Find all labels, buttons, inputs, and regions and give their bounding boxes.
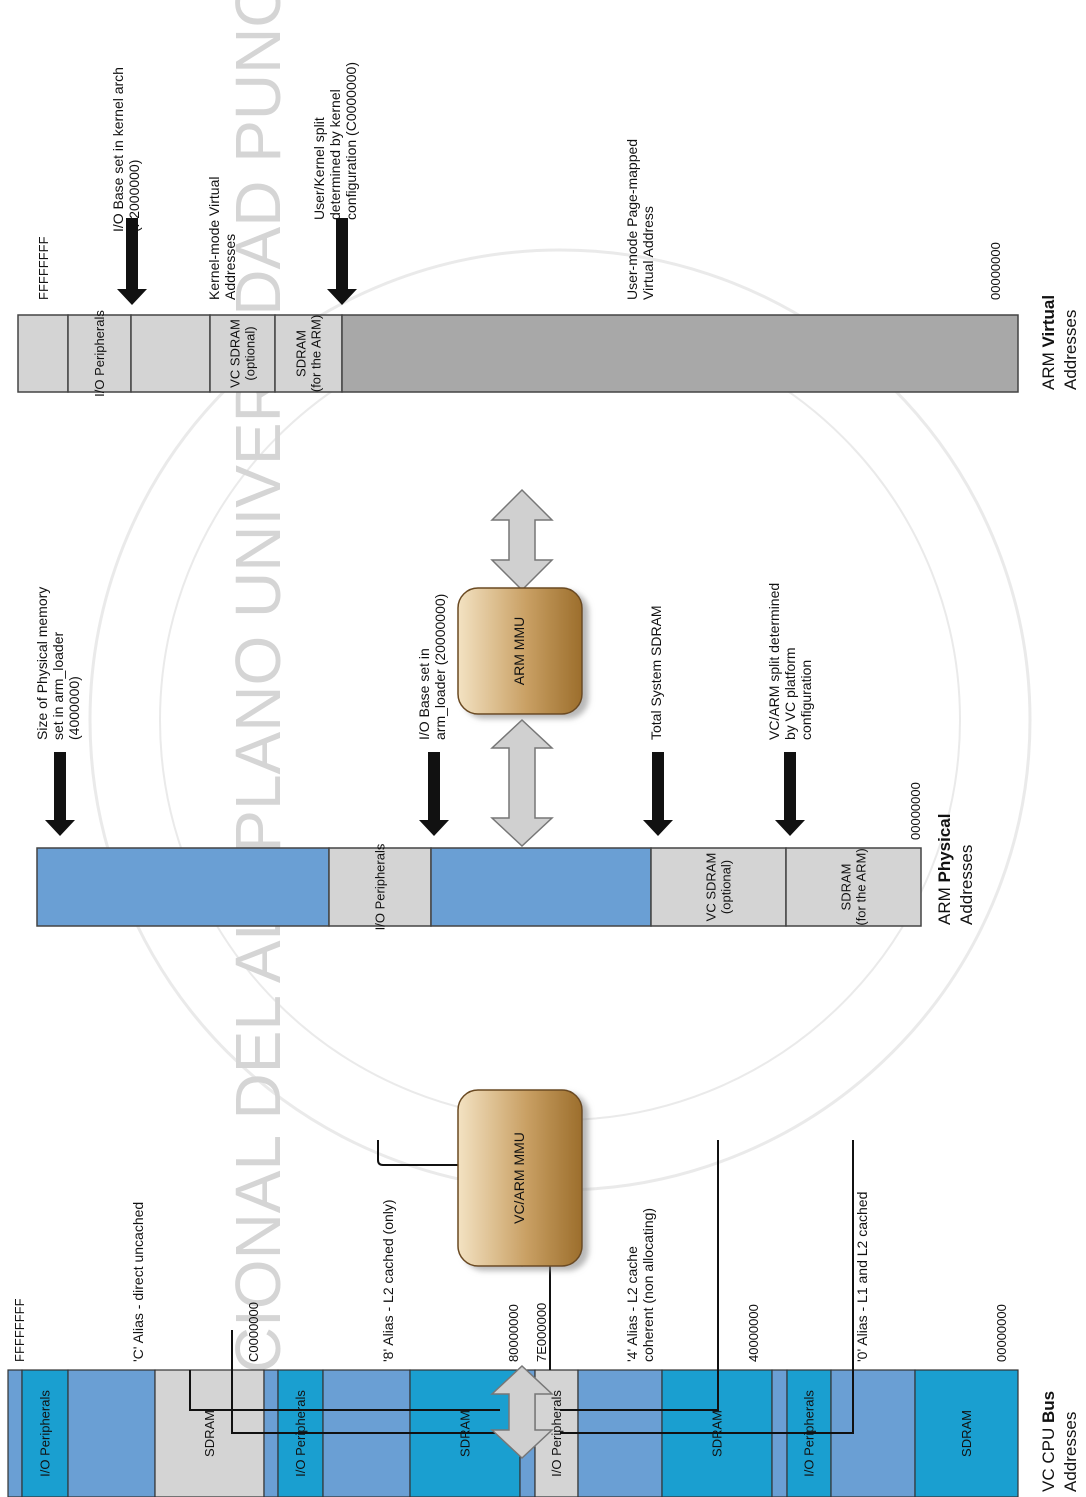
- arm-physical-caption-line2: Addresses: [957, 845, 976, 925]
- arm-virtual-note-split-line: configuration (C0000000): [343, 62, 359, 220]
- arm-physical-note-split-line: by VC platform: [782, 647, 798, 740]
- arm-physical-note-size-line: Size of Physical memory: [34, 587, 50, 740]
- arm-physical-note-split-line: configuration: [798, 660, 814, 740]
- arm-virtual-segment-label-line: (for the ARM): [308, 315, 323, 392]
- arm-virtual-segment-label: I/O Peripherals: [92, 310, 107, 397]
- arm-virtual-arrow-split: [327, 218, 357, 305]
- arm-virtual-address-map: I/O Peripherals VC SDRAM(optional) SDRAM(f…: [18, 310, 1018, 397]
- vc-bus-address: 7E000000: [534, 1303, 549, 1362]
- arm-physical-note-io-base-line: arm_loader (20000000): [432, 594, 448, 740]
- vc-bus-address: FFFFFFFF: [12, 1298, 27, 1362]
- arm-virtual-caption-regular: ARM: [1039, 348, 1058, 391]
- arm-physical-caption: ARM Physical: [935, 814, 954, 926]
- arm-physical-bottom-address: 00000000: [908, 782, 923, 840]
- arm-virtual-segment: [342, 315, 1018, 392]
- arm-physical-segment-label: I/O Peripherals: [373, 843, 388, 930]
- arm-virtual-annotations: I/O Base set in kernel arch(F2000000) Ker…: [110, 62, 656, 305]
- vc-bus-address: C0000000: [246, 1302, 261, 1362]
- arm-virtual-caption: ARM Virtual: [1039, 295, 1058, 390]
- vc-bus-address: 40000000: [746, 1304, 761, 1362]
- vc-bus-address: 00000000: [994, 1304, 1009, 1362]
- vc-bus-alias-label-line: '8' Alias - L2 cached (only): [380, 1199, 396, 1362]
- vc-bus-alias-label: '8' Alias - L2 cached (only): [380, 1199, 396, 1362]
- arm-physical-arrow-total: [643, 752, 673, 836]
- arm-virtual-note-kernel-line: Addresses: [222, 234, 238, 300]
- vc-bus-segment-label: SDRAM: [959, 1410, 974, 1457]
- arm-physical-arrow-split: [775, 752, 805, 836]
- arm-virtual-segment-label-line: I/O Peripherals: [92, 310, 107, 397]
- arm-physical-arrow-io-base: [419, 752, 449, 836]
- arm-physical-caption-bold: Physical: [935, 814, 954, 883]
- arm-virtual-bottom-address: 00000000: [988, 242, 1003, 300]
- vc-bus-address: 80000000: [506, 1304, 521, 1362]
- vc-bus-segment: [68, 1370, 155, 1497]
- vc-bus-segment-label: I/O Peripherals: [38, 1390, 53, 1477]
- arm-physical-segment-label-line: SDRAM: [839, 864, 854, 911]
- arm-physical-note-total: Total System SDRAM: [648, 605, 664, 740]
- arm-virtual-note-user-line: User-mode Page-mapped: [624, 139, 640, 300]
- arm-physical-caption-regular: ARM: [935, 883, 954, 926]
- vc-bus-caption-bold: Bus: [1039, 1391, 1058, 1423]
- vc-bus-segment-label: SDRAM: [202, 1410, 217, 1457]
- vc-bus-caption-line2: Addresses: [1061, 1412, 1080, 1492]
- arm-physical-segment-label-line: (for the ARM): [853, 848, 868, 925]
- arm-virtual-segment-label-line: SDRAM: [294, 330, 309, 377]
- arm-virtual-segment-label-line: (optional): [242, 326, 257, 380]
- arm-physical-segment-label-line: I/O Peripherals: [373, 843, 388, 930]
- arm-virtual-segment-label-line: VC SDRAM: [228, 319, 243, 388]
- arm-physical-address-map: I/O Peripherals VC SDRAM(optional) SDRAM(f…: [37, 843, 921, 930]
- double-arrow-mmu-physical: [492, 720, 552, 846]
- vc-bus-alias-label-line: '0' Alias - L1 and L2 cached: [854, 1192, 870, 1362]
- arm-physical-note-split-line: VC/ARM split determined: [766, 583, 782, 740]
- vc-bus-alias-label: 'C' Alias - direct uncached: [130, 1202, 146, 1362]
- vc-bus-segment-label-line: I/O Peripherals: [38, 1390, 53, 1477]
- vc-bus-labels: VC CPU Bus Addresses: [1039, 1391, 1080, 1492]
- arm-virtual-segment-label: VC SDRAM(optional): [228, 319, 258, 388]
- arm-virtual-note-io-base-line: I/O Base set in kernel arch: [110, 67, 126, 232]
- arm-physical-arrow-size: [45, 752, 75, 836]
- arm-virtual-note-split-line: determined by kernel: [327, 89, 343, 220]
- arm-virtual-caption-bold: Virtual: [1039, 295, 1058, 348]
- arm-virtual-note-split-line: User/Kernel split: [311, 117, 327, 220]
- arm-physical-segment: [37, 848, 329, 926]
- arm-virtual-note-user-line: Virtual Address: [640, 206, 656, 300]
- vc-arm-mmu-label: VC/ARM MMU: [511, 1132, 527, 1224]
- arm-physical-segment: [431, 848, 651, 926]
- arm-physical-note-io-base-line: I/O Base set in: [416, 648, 432, 740]
- vc-bus-segment: [8, 1370, 22, 1497]
- arm-physical-segment-label: VC SDRAM(optional): [704, 853, 734, 922]
- arm-physical-segment-label-line: VC SDRAM: [704, 853, 719, 922]
- vc-bus-alias-label: '0' Alias - L1 and L2 cached: [854, 1192, 870, 1362]
- vc-bus-caption: VC CPU Bus: [1039, 1391, 1058, 1492]
- arm-virtual-top-address: FFFFFFFF: [36, 236, 51, 300]
- arm-virtual-segment: [131, 315, 210, 392]
- vc-bus-alias-label-line: coherent (non allocating): [640, 1208, 656, 1362]
- vc-bus-alias-label-line: '4' Alias - L2 cache: [624, 1246, 640, 1362]
- vc-bus-caption-regular: VC CPU: [1039, 1423, 1058, 1492]
- arm-mmu-label: ARM MMU: [511, 617, 527, 685]
- vc-bus-segment-label-line: SDRAM: [202, 1410, 217, 1457]
- arm-virtual-caption-line2: Addresses: [1061, 310, 1080, 390]
- arm-physical-segment-label-line: (optional): [718, 860, 733, 914]
- double-arrow-virtual-mmu: [492, 490, 552, 590]
- arm-physical-note-size-line: (4000000): [66, 676, 82, 740]
- arm-virtual-note-kernel-line: Kernel-mode Virtual: [206, 177, 222, 300]
- watermark-text: NACIONAL DEL ALTIPLANO UNIVERSIDAD PUNO: [222, 0, 294, 1462]
- arm-physical-note-total-line: Total System SDRAM: [648, 605, 664, 740]
- vc-bus-alias-label-line: 'C' Alias - direct uncached: [130, 1202, 146, 1362]
- arm-virtual-segment: [18, 315, 68, 392]
- vc-bus-segment-label-line: SDRAM: [959, 1410, 974, 1457]
- arm-physical-note-size-line: set in arm_loader: [50, 631, 66, 740]
- arm-physical-annotations: Size of Physical memoryset in arm_loader…: [34, 583, 814, 836]
- arm-virtual-note-io-base: I/O Base set in kernel arch(F2000000): [110, 67, 142, 232]
